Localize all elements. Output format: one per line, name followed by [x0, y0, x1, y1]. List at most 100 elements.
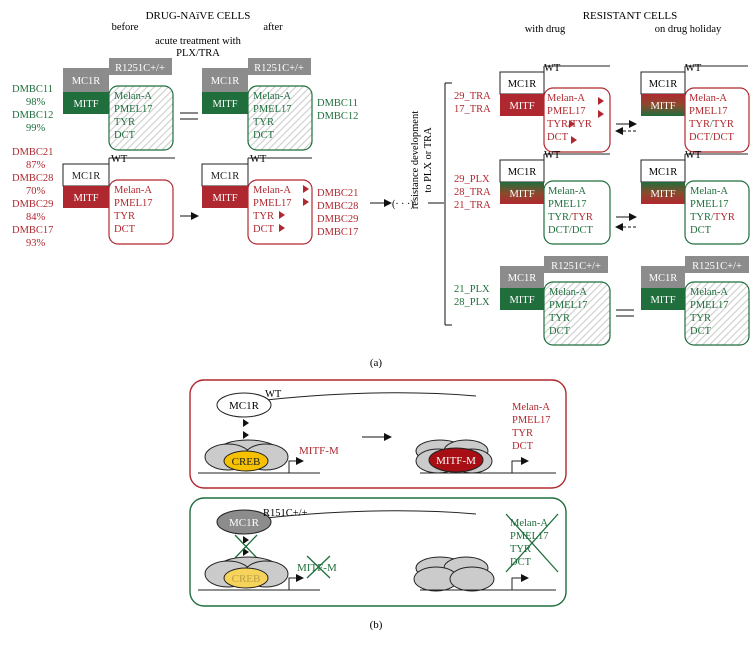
marker-box — [684, 180, 750, 245]
naive-title: DRUG-NAïVE CELLS — [146, 10, 251, 22]
creb-complex: CREB — [204, 556, 289, 589]
r1251-label: R1251C+/+ — [692, 261, 742, 272]
marker-dct: DCT — [549, 326, 571, 337]
mitf-box — [500, 288, 544, 310]
marker-box — [108, 85, 174, 151]
label-dmbc29: DMBC29 — [317, 214, 358, 225]
marker-pmel17: PMEL17 — [253, 104, 292, 115]
marker-melan-a: Melan-A — [114, 91, 152, 102]
down-triangles — [279, 185, 309, 232]
marker-melan-a: Melan-A — [253, 91, 291, 102]
promoter-arrow — [511, 574, 529, 590]
marker-pmel17: PMEL17 — [114, 198, 153, 209]
gene-tyr: TYR — [512, 428, 533, 439]
wt-label: WT — [111, 154, 128, 165]
label-28-plx: 28_PLX — [454, 297, 490, 308]
label-70: 70% — [26, 186, 46, 197]
r1251-tab — [685, 256, 749, 273]
mc1r-box — [641, 266, 685, 288]
mitf-label: MITF — [212, 193, 237, 204]
res1-holiday: MC1R WT MITF Melan-A PMEL17 TYR/TYR DCT/… — [640, 63, 750, 153]
promoter-arrow — [288, 457, 304, 473]
marker-pmel17: PMEL17 — [690, 199, 729, 210]
mc1r-label: MC1R — [229, 400, 260, 412]
mitf-box — [641, 94, 685, 116]
gene-tyr: TYR — [510, 544, 531, 555]
marker-tyr: TYR — [114, 211, 135, 222]
marker-tyr-pair: TYR/TYR — [689, 119, 734, 130]
marker-box — [684, 281, 750, 346]
label-dmbc21: DMBC21 — [12, 147, 53, 158]
panel-b-bottom: MC1R R151C+/+ CREB MITF-M — [189, 497, 567, 607]
panel-b-top: MC1R WT CREB MITF-M MITF-M Melan-A — [189, 379, 567, 489]
marker-box — [543, 281, 611, 346]
r1251-tab — [544, 256, 608, 273]
mitf-label: MITF — [650, 101, 675, 112]
label-93: 93% — [26, 238, 46, 249]
panel-a-headers: DRUG-NAïVE CELLS before after acute trea… — [112, 10, 722, 209]
resistance-line1: resistance development — [410, 111, 421, 209]
promoter-arrow — [288, 574, 304, 590]
marker-tyr: TYR — [114, 117, 135, 128]
genes-cross-icon — [505, 513, 559, 573]
mc1r-label: MC1R — [649, 167, 678, 178]
mc1r-label: MC1R — [649, 79, 678, 90]
marker-dct: DCT — [253, 224, 275, 235]
after-label: after — [263, 22, 283, 33]
res3-with-drug: MC1R R1251C+/+ MITF Melan-A PMEL17 TYR D… — [500, 256, 611, 346]
label-98: 98% — [26, 97, 46, 108]
marker-dct: DCT — [690, 225, 712, 236]
naive-r1251-before: MC1R R1251C+/+ MITF Melan-A PMEL17 TYR D… — [63, 58, 174, 151]
membrane-line — [265, 510, 477, 519]
right-red-labels: DMBC21 DMBC28 DMBC29 DMBC17 — [317, 188, 358, 238]
promoter-arrow — [511, 457, 529, 473]
mc1r-label: MC1R — [211, 76, 240, 87]
res2-labels: 29_PLX 28_TRA 21_TRA — [454, 174, 491, 211]
label-87: 87% — [26, 160, 46, 171]
r1251-tab — [109, 58, 172, 75]
mitf-box — [63, 92, 109, 114]
wt-label: WT — [544, 150, 561, 161]
creb-ellipse — [223, 567, 269, 589]
mitf-label: MITF — [73, 193, 98, 204]
mc1r-ellipse — [216, 392, 272, 418]
naive-wt-before: MC1R WT MITF Melan-A PMEL17 TYR DCT — [62, 154, 175, 245]
marker-tyr: TYR — [253, 117, 274, 128]
label-28-tra: 28_TRA — [454, 187, 491, 198]
with-drug-label: with drug — [525, 24, 566, 35]
mc1r-label: MC1R — [649, 273, 678, 284]
label-dmbc11: DMBC11 — [317, 98, 358, 109]
marker-dct: DCT — [114, 130, 136, 141]
marker-pmel17: PMEL17 — [690, 300, 729, 311]
left-red-labels: DMBC21 87% DMBC28 70% DMBC29 84% DMBC17 … — [12, 147, 53, 249]
caption-a: (a) — [370, 357, 383, 369]
acute-line1: acute treatment with — [155, 36, 241, 47]
before-label: before — [112, 22, 139, 33]
marker-pmel17: PMEL17 — [114, 104, 153, 115]
mitf-label: MITF — [509, 295, 534, 306]
right-green-labels: DMBC11 DMBC12 — [317, 98, 358, 122]
label-29-plx: 29_PLX — [454, 174, 490, 185]
resistance-line2: to PLX or TRA — [423, 127, 434, 193]
mc1r-label: MC1R — [211, 171, 240, 182]
wt-label: WT — [250, 154, 267, 165]
empty-complex — [413, 556, 495, 592]
gene-melan-a: Melan-A — [510, 518, 548, 529]
r151-label: R151C+/+ — [263, 508, 308, 519]
left-green-labels: DMBC11 98% DMBC12 99% — [12, 84, 53, 134]
mitf-box — [202, 186, 248, 208]
mitf-m-label: MITF-M — [436, 455, 476, 467]
signal-triangles — [243, 419, 249, 439]
label-dmbc17: DMBC17 — [317, 227, 358, 238]
mc1r-box — [63, 68, 109, 92]
mitf-box — [202, 92, 248, 114]
marker-pmel17: PMEL17 — [547, 106, 586, 117]
mitf-box — [641, 182, 685, 204]
marker-box — [108, 179, 174, 245]
ellipsis-label: (· · ·) — [392, 199, 414, 210]
marker-dct: DCT — [690, 326, 712, 337]
marker-pmel17: PMEL17 — [689, 106, 728, 117]
mitf-m-gene: MITF-M — [299, 445, 339, 457]
down-triangles — [569, 97, 604, 144]
